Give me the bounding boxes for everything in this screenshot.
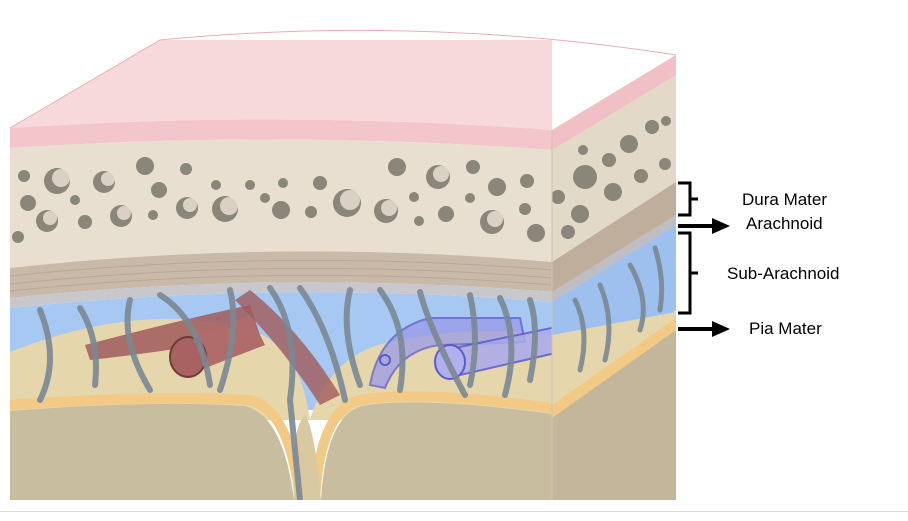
dura-mater-label: Dura Mater	[742, 190, 828, 209]
bottom-divider	[0, 511, 908, 512]
cortex-right	[321, 402, 552, 500]
dura-mater-bracket-icon	[678, 181, 698, 217]
pia-mater-label: Pia Mater	[749, 319, 822, 338]
cortex-left	[10, 403, 294, 500]
arachnoid-arrow-icon	[678, 218, 730, 234]
arachnoid-label: Arachnoid	[746, 214, 823, 233]
arachnoid-layer	[10, 282, 552, 308]
pia-mater-arrow-icon	[678, 321, 730, 337]
arachnoid-trabeculae	[37, 285, 538, 500]
scalp-layer	[10, 119, 552, 150]
pia-mater-outline	[10, 393, 305, 500]
sub-arachnoid-label: Sub-Arachnoid	[727, 264, 840, 283]
dura-mater-layer	[10, 251, 552, 298]
sub-arachnoid-bracket-icon	[678, 231, 698, 315]
scalp-top-surface	[10, 40, 552, 130]
